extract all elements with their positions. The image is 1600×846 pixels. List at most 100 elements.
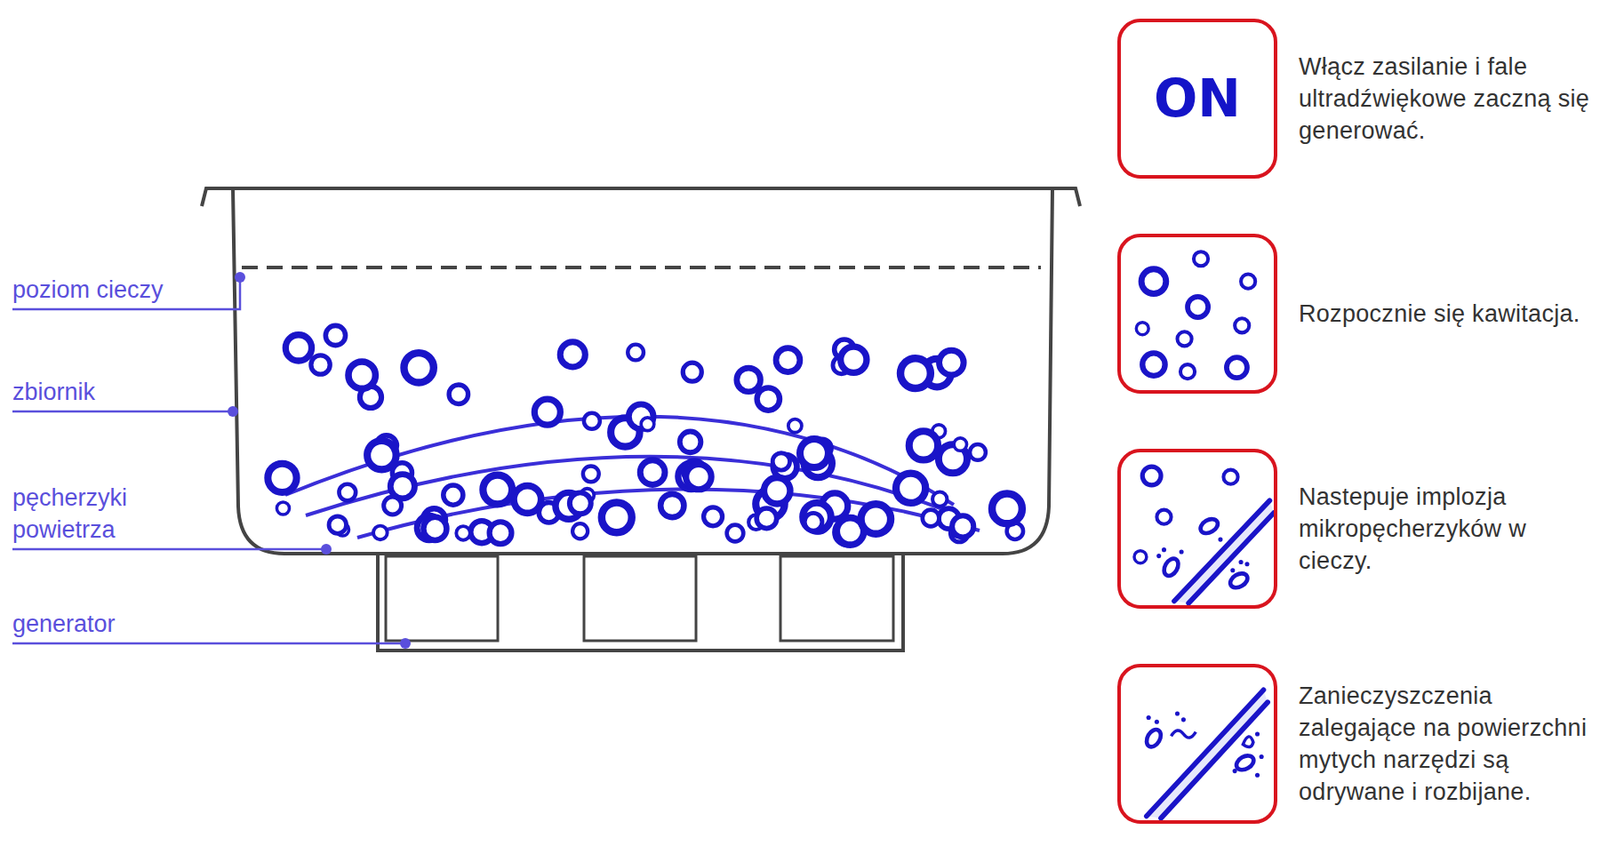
bubble <box>1156 510 1171 525</box>
air-bubble <box>640 460 665 486</box>
air-bubble <box>969 444 986 461</box>
tweezers-arm <box>1160 702 1268 818</box>
air-bubble <box>776 348 800 373</box>
bubble <box>1142 466 1161 486</box>
generator-housing <box>377 553 904 651</box>
step-icon <box>1120 452 1274 606</box>
bubble <box>1141 269 1167 295</box>
debris-squiggle <box>1171 730 1197 738</box>
bubble <box>1240 274 1256 289</box>
air-bubble <box>932 492 947 507</box>
debris-dot <box>1255 773 1260 778</box>
part-label: poziom cieczy <box>12 273 244 306</box>
tweezers-arm <box>1188 512 1274 604</box>
leader-dot <box>400 638 411 649</box>
step-description: Włącz zasilanie i fale ultradźwiękowe za… <box>1298 50 1592 147</box>
air-bubble <box>572 523 588 539</box>
air-bubble <box>456 526 471 541</box>
icon-frame <box>1117 233 1278 394</box>
step-icon <box>1120 237 1274 391</box>
power-label: ON <box>1120 22 1274 176</box>
dirt-particle <box>1144 727 1164 750</box>
air-bubble <box>423 517 447 541</box>
air-bubble <box>482 475 512 505</box>
air-bubble <box>534 399 560 425</box>
air-bubble <box>373 526 388 541</box>
air-bubble <box>727 525 744 543</box>
air-bubble <box>992 493 1023 524</box>
bubble <box>1136 322 1149 336</box>
air-bubble <box>448 384 468 404</box>
air-bubble <box>569 492 592 514</box>
air-bubble <box>953 438 967 451</box>
air-bubble <box>939 350 965 376</box>
air-bubble <box>660 494 684 518</box>
debris-dot <box>1175 711 1180 716</box>
air-bubble <box>443 485 464 505</box>
icon-frame <box>1117 448 1278 609</box>
air-bubble <box>601 502 632 533</box>
debris-dot <box>1230 568 1235 573</box>
leader-line <box>12 410 233 414</box>
bubble <box>1193 251 1208 266</box>
tank-rim <box>201 188 1080 207</box>
debris-dot <box>1239 560 1244 565</box>
air-bubble <box>267 464 296 493</box>
air-bubble <box>489 521 512 544</box>
transducer <box>780 556 894 641</box>
tweezers-arm <box>1146 689 1264 816</box>
bubble <box>1180 364 1195 379</box>
air-bubble <box>325 325 345 345</box>
air-bubble <box>909 431 938 460</box>
icon-frame <box>1117 664 1278 824</box>
part-label: pęcherzyki powietrza <box>12 481 191 546</box>
leader-dot <box>234 272 246 283</box>
air-bubble <box>348 361 376 389</box>
part-label: zbiornik <box>12 376 226 408</box>
leader-line <box>12 548 327 552</box>
air-bubble <box>952 515 974 537</box>
debris-dot <box>1255 731 1260 736</box>
air-bubble <box>900 358 931 389</box>
step-box: Nastepuje implozja mikropęcherzyków w ci… <box>1117 448 1592 609</box>
debris-dot <box>1146 715 1152 720</box>
tweezers-fill <box>1174 500 1274 603</box>
air-bubble <box>627 344 644 361</box>
debris-dot <box>1217 537 1223 543</box>
air-bubble <box>686 464 712 489</box>
leader-dot <box>227 406 239 417</box>
air-bubble <box>285 335 312 361</box>
debris-dot <box>1156 553 1161 559</box>
bubble <box>1142 352 1165 376</box>
liquid-level <box>241 265 1041 270</box>
bubble <box>1134 551 1147 564</box>
leader-dot <box>320 544 332 555</box>
bubble <box>1234 318 1249 333</box>
air-bubble <box>328 516 346 534</box>
debris-dot <box>1181 717 1186 722</box>
step-box: Rozpocznie się kawitacja. <box>1117 233 1592 394</box>
step-box: Zanieczyszczenia zalegające na powierzch… <box>1117 664 1592 824</box>
debris-dot <box>1179 549 1184 554</box>
step-description: Rozpocznie się kawitacja. <box>1298 297 1592 330</box>
air-bubble <box>756 508 777 529</box>
air-bubble <box>311 355 330 375</box>
step-box: ONWłącz zasilanie i fale ultradźwiękowe … <box>1117 18 1592 179</box>
bubble <box>1223 470 1238 485</box>
step-icon <box>1120 667 1274 821</box>
air-bubble <box>640 417 655 432</box>
air-bubble <box>840 346 867 373</box>
droplet <box>1242 736 1254 748</box>
air-bubble <box>772 453 790 471</box>
air-bubble <box>680 432 702 454</box>
debris-dot <box>1161 547 1167 552</box>
transducer <box>584 556 696 641</box>
air-bubble <box>763 478 790 504</box>
air-bubble <box>403 352 433 383</box>
debris-dot <box>1244 561 1249 567</box>
air-bubble <box>338 484 356 502</box>
air-bubble <box>800 439 829 468</box>
air-bubble <box>922 510 940 528</box>
tank <box>232 188 1053 554</box>
dirt-particle <box>1233 752 1256 773</box>
